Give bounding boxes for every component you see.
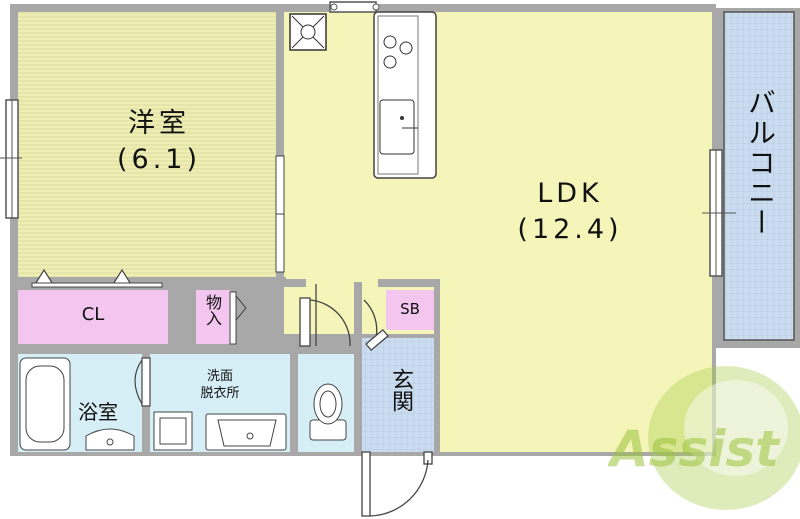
ldk-name: LDK	[537, 178, 603, 209]
ldk-size: (12.4)	[517, 214, 623, 245]
washing-machine	[153, 411, 193, 451]
top-window	[329, 1, 380, 13]
storage-label: 物入	[203, 294, 222, 326]
western-room-floor	[18, 12, 276, 277]
western-room-name: 洋室	[128, 108, 190, 139]
washroom-line1: 洗面	[206, 369, 233, 384]
western-room-size: (6.1)	[116, 144, 201, 175]
washbasin	[205, 413, 287, 451]
assist-logo: Assist	[608, 366, 800, 510]
vent-fan-icon	[289, 13, 327, 51]
toilet	[309, 383, 347, 441]
kitchen-counter	[373, 11, 437, 179]
bathroom-label: 浴室	[78, 400, 118, 424]
washroom-line2: 脱衣所	[200, 386, 240, 401]
closet-label: CL	[81, 304, 105, 325]
partition-walls	[10, 12, 440, 452]
western-room-label: 洋室 (6.1)	[84, 106, 234, 178]
balcony-frame	[723, 11, 795, 341]
logo-text: Assist	[608, 420, 781, 478]
bath-sink	[85, 428, 135, 451]
ldk-floor-lower	[438, 282, 712, 452]
bathtub	[19, 357, 71, 451]
balcony-floor	[724, 12, 794, 340]
shoe-box-label: SB	[400, 300, 420, 318]
storage-floor	[196, 290, 230, 344]
entrance-door	[361, 451, 433, 517]
bathroom-door	[134, 357, 151, 407]
western-room-door	[275, 155, 285, 273]
ldk-balcony-window	[702, 149, 736, 277]
ldk-label: LDK (12.4)	[490, 176, 650, 248]
corridor-doors	[299, 284, 389, 352]
entrance-label: 玄関	[388, 368, 413, 412]
closet-doors	[31, 268, 163, 288]
closet-floor	[18, 290, 168, 344]
storage-door	[229, 291, 247, 345]
entrance-floor	[362, 338, 434, 452]
ldk-floor	[284, 12, 712, 282]
balcony-label: バルコニー	[744, 88, 777, 238]
shoe-box-floor	[386, 290, 434, 330]
washroom-label: 洗面 脱衣所	[180, 368, 260, 402]
western-room-window	[0, 99, 22, 219]
